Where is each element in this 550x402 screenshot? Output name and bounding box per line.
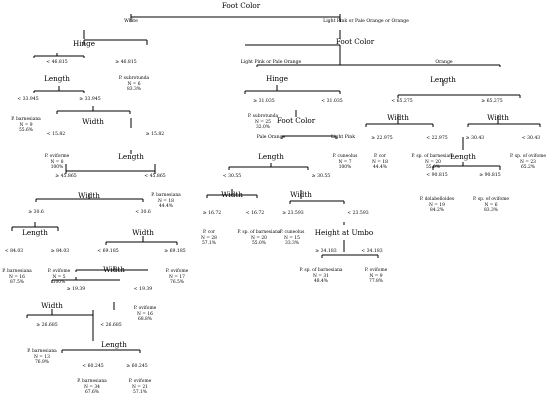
edge-label: Light Pink — [330, 135, 356, 140]
edge-label: < 65.275 — [391, 99, 413, 104]
split-length: Length — [258, 152, 284, 161]
split-width: Width — [132, 228, 154, 237]
split-root-foot-color: Foot Color — [221, 1, 261, 10]
edge-label: < 22.975 — [426, 136, 448, 141]
edge-label: ≥ 19.39 — [66, 287, 86, 292]
split-length: Length — [101, 340, 127, 349]
edge-label: ≥ 34.183 — [315, 249, 337, 254]
split-length: Length — [118, 152, 144, 161]
edge-label: < 90.815 — [426, 173, 448, 178]
edge-label: Pale Orange — [256, 135, 286, 140]
edge-label: ≥ 31.035 — [253, 99, 275, 104]
edge-label: ≥ 46.815 — [115, 60, 137, 65]
edge-label: < 46.815 — [46, 60, 68, 65]
edge-label: < 45.865 — [144, 174, 166, 179]
edge-label: ≥ 30.43 — [465, 136, 485, 141]
edge-label: ≥ 15.82 — [145, 132, 165, 137]
split-length: Length — [430, 75, 456, 84]
edge-label: ≥ 23.593 — [282, 211, 304, 216]
split-length: Length — [22, 228, 48, 237]
edge-label: < 23.593 — [347, 211, 369, 216]
split-hinge: Hinge — [265, 74, 289, 83]
edge-label: ≥ 65.275 — [481, 99, 503, 104]
edge-label: Light Pink or Pale Orange — [240, 60, 302, 65]
edge-label: Orange — [435, 60, 453, 65]
edge-label: < 84.03 — [4, 249, 24, 254]
edge-label: ≥ 69.185 — [164, 249, 186, 254]
edge-label: < 69.185 — [97, 249, 119, 254]
split-length: Length — [450, 152, 476, 161]
split-width: Width — [221, 190, 243, 199]
edge-label: < 31.035 — [321, 99, 343, 104]
edge-label: ≥ 33.945 — [79, 97, 101, 102]
edge-label: ≥ 16.72 — [202, 211, 222, 216]
edge-label: < 30.6 — [135, 210, 151, 215]
split-width: Width — [487, 113, 509, 122]
split-length: Length — [44, 74, 70, 83]
split-width: Width — [387, 113, 409, 122]
edge-label: ≥ 22.975 — [371, 136, 393, 141]
edge-label: < 15.82 — [46, 132, 66, 137]
edge-label: Light Pink or Pale Orange or Orange — [323, 19, 409, 24]
edge-label: < 60.245 — [82, 364, 104, 369]
split-foot-color: Foot Color — [335, 37, 375, 46]
edge-label: < 33.945 — [17, 97, 39, 102]
edge-label: < 19.39 — [133, 287, 153, 292]
split-foot-color: Foot Color — [276, 116, 316, 125]
edge-label: ≥ 60.245 — [126, 364, 148, 369]
split-height-at-umbo: Height at Umbo — [314, 228, 374, 237]
split-width: Width — [103, 265, 125, 274]
edge-label: ≥ 84.03 — [50, 249, 70, 254]
edge-label: ≥ 26.685 — [36, 323, 58, 328]
edge-label: ≥ 30.6 — [28, 210, 44, 215]
edge-label: < 30.55 — [222, 174, 242, 179]
edge-label: < 26.685 — [100, 323, 122, 328]
split-hinge: Hinge — [72, 39, 96, 48]
edge-label: < 16.72 — [245, 211, 265, 216]
edge-label: < 34.183 — [361, 249, 383, 254]
edge-label: ≥ 45.865 — [55, 174, 77, 179]
edge-label: ≥ 90.815 — [479, 173, 501, 178]
edge-label: < 30.43 — [521, 136, 541, 141]
split-width: Width — [82, 117, 104, 126]
split-width: Width — [78, 191, 100, 200]
edge-label: ≥ 30.55 — [311, 174, 331, 179]
edge-label: White — [124, 19, 138, 24]
split-width: Width — [290, 190, 312, 199]
split-width: Width — [41, 301, 63, 310]
